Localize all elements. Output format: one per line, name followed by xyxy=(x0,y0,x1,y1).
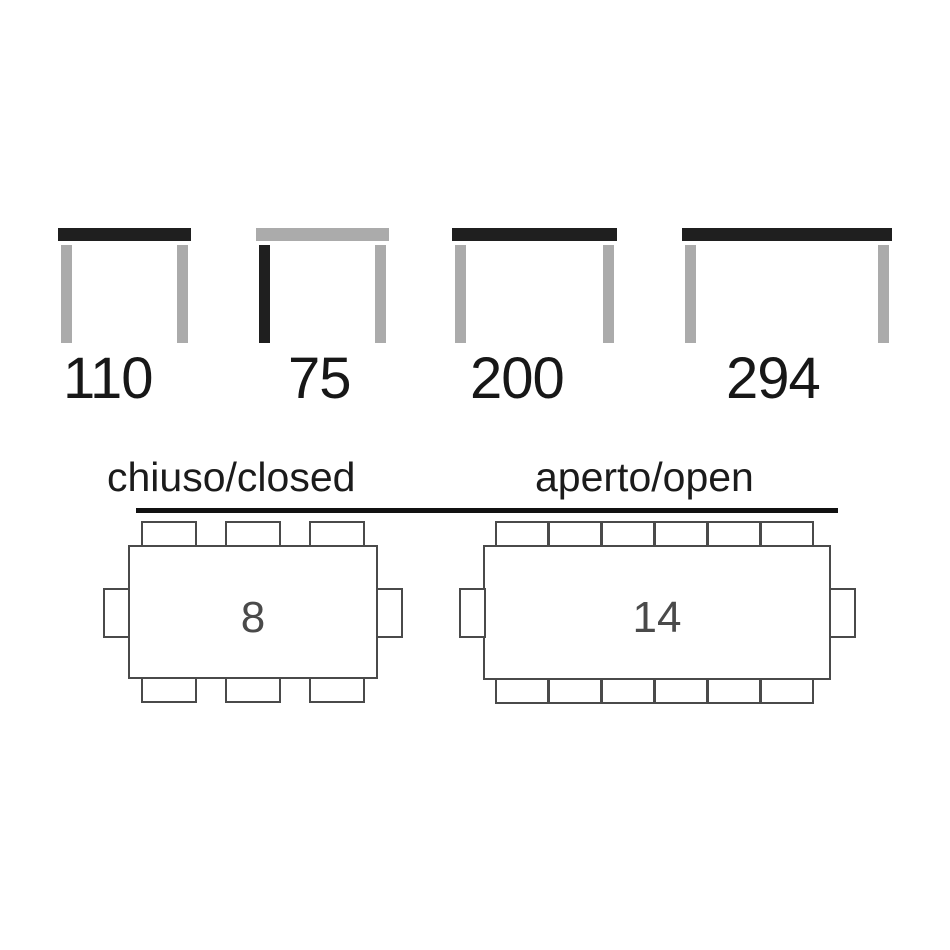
chair-left-closed-1 xyxy=(103,588,130,638)
table-leg-left xyxy=(61,245,72,343)
caption-chiuso-closed: chiuso/closed xyxy=(107,454,356,500)
elevation-figure-width-110 xyxy=(58,228,191,343)
table-leg-left xyxy=(455,245,466,343)
chair-bottom-open-5 xyxy=(707,678,761,704)
caption-aperto-open: aperto/open xyxy=(535,454,754,500)
chair-top-closed-2 xyxy=(225,521,281,547)
dimension-label-width-110: 110 xyxy=(63,346,153,411)
table-leg-right xyxy=(603,245,614,343)
chair-bottom-open-1 xyxy=(495,678,549,704)
chair-top-open-1 xyxy=(495,521,549,547)
chair-bottom-closed-2 xyxy=(225,677,281,703)
seat-count-closed: 8 xyxy=(240,593,266,642)
table-top-bar xyxy=(58,228,191,241)
chair-bottom-closed-1 xyxy=(141,677,197,703)
chair-top-open-2 xyxy=(548,521,602,547)
dimension-label-height-75: 75 xyxy=(288,346,352,411)
caption-divider-rule xyxy=(136,508,838,513)
chair-top-open-4 xyxy=(654,521,708,547)
chair-bottom-open-4 xyxy=(654,678,708,704)
chair-bottom-closed-3 xyxy=(309,677,365,703)
table-leg-right xyxy=(878,245,889,343)
table-top-bar xyxy=(682,228,892,241)
table-leg-right xyxy=(177,245,188,343)
table-top-bar xyxy=(256,228,389,241)
seat-count-open: 14 xyxy=(632,593,682,642)
chair-right-closed-1 xyxy=(376,588,403,638)
chair-top-open-6 xyxy=(760,521,814,547)
dimension-label-width-294: 294 xyxy=(726,346,821,411)
elevation-figure-width-200 xyxy=(452,228,617,343)
table-outline-open xyxy=(483,545,831,680)
dimension-label-width-200: 200 xyxy=(470,346,565,411)
table-top-bar xyxy=(452,228,617,241)
chair-top-closed-1 xyxy=(141,521,197,547)
chair-bottom-open-6 xyxy=(760,678,814,704)
elevation-figure-width-294 xyxy=(682,228,892,343)
chair-bottom-open-2 xyxy=(548,678,602,704)
table-leg-left xyxy=(259,245,270,343)
chair-left-open-1 xyxy=(459,588,486,638)
chair-top-open-3 xyxy=(601,521,655,547)
chair-bottom-open-3 xyxy=(601,678,655,704)
table-leg-left xyxy=(685,245,696,343)
table-leg-right xyxy=(375,245,386,343)
elevation-figure-height-75 xyxy=(256,228,389,343)
chair-right-open-1 xyxy=(829,588,856,638)
chair-top-closed-3 xyxy=(309,521,365,547)
chair-top-open-5 xyxy=(707,521,761,547)
